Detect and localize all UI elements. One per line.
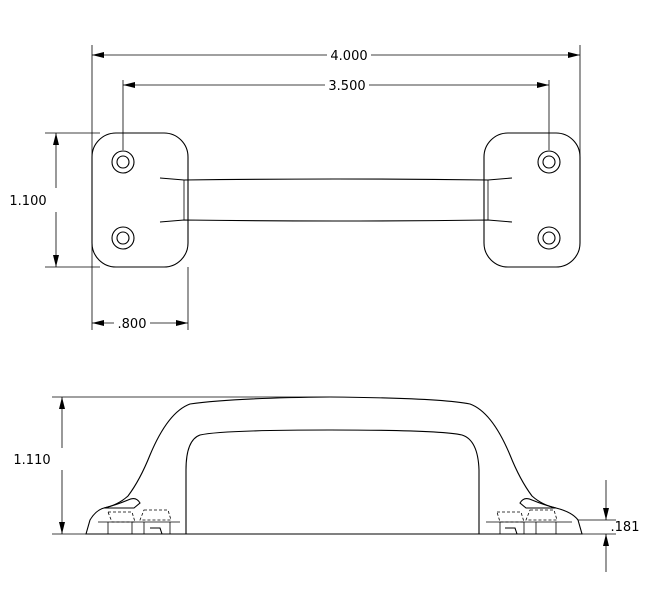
right-foot-detail bbox=[486, 497, 572, 535]
hole-bottom-left bbox=[111, 226, 135, 250]
handle-bar-top-edge bbox=[159, 177, 513, 181]
dimension-label-overall-height: 1.110 bbox=[13, 453, 50, 468]
left-mounting-pad bbox=[91, 132, 189, 268]
dimension-label-hole-spacing: 3.500 bbox=[328, 79, 365, 94]
dimension-base-width: .800 bbox=[92, 317, 188, 332]
dimension-base-height: 1.100 bbox=[9, 133, 59, 267]
hole-top-left bbox=[111, 150, 135, 174]
dimension-label-base-height: 1.100 bbox=[9, 194, 46, 209]
dimension-label-base-thickness: .181 bbox=[611, 520, 640, 535]
dimension-base-thickness: .181 bbox=[603, 480, 639, 572]
right-mounting-pad bbox=[483, 132, 581, 268]
hole-bottom-right bbox=[537, 226, 561, 250]
dimension-hole-spacing: 3.500 bbox=[123, 79, 549, 94]
handle-inner-profile bbox=[185, 429, 480, 534]
hole-top-right bbox=[537, 150, 561, 174]
handle-bar-bottom-edge bbox=[159, 219, 513, 223]
dimension-overall-height: 1.110 bbox=[13, 397, 65, 534]
handle-outer-profile bbox=[85, 396, 583, 535]
dimension-overall-length: 4.000 bbox=[92, 49, 580, 64]
side-view: 1.110 .181 bbox=[13, 396, 639, 572]
top-view: 4.000 3.500 1.100 .800 bbox=[9, 45, 581, 332]
dimension-label-base-width: .800 bbox=[118, 317, 147, 332]
left-foot-detail bbox=[98, 497, 180, 535]
dimension-label-overall-length: 4.000 bbox=[330, 49, 367, 64]
